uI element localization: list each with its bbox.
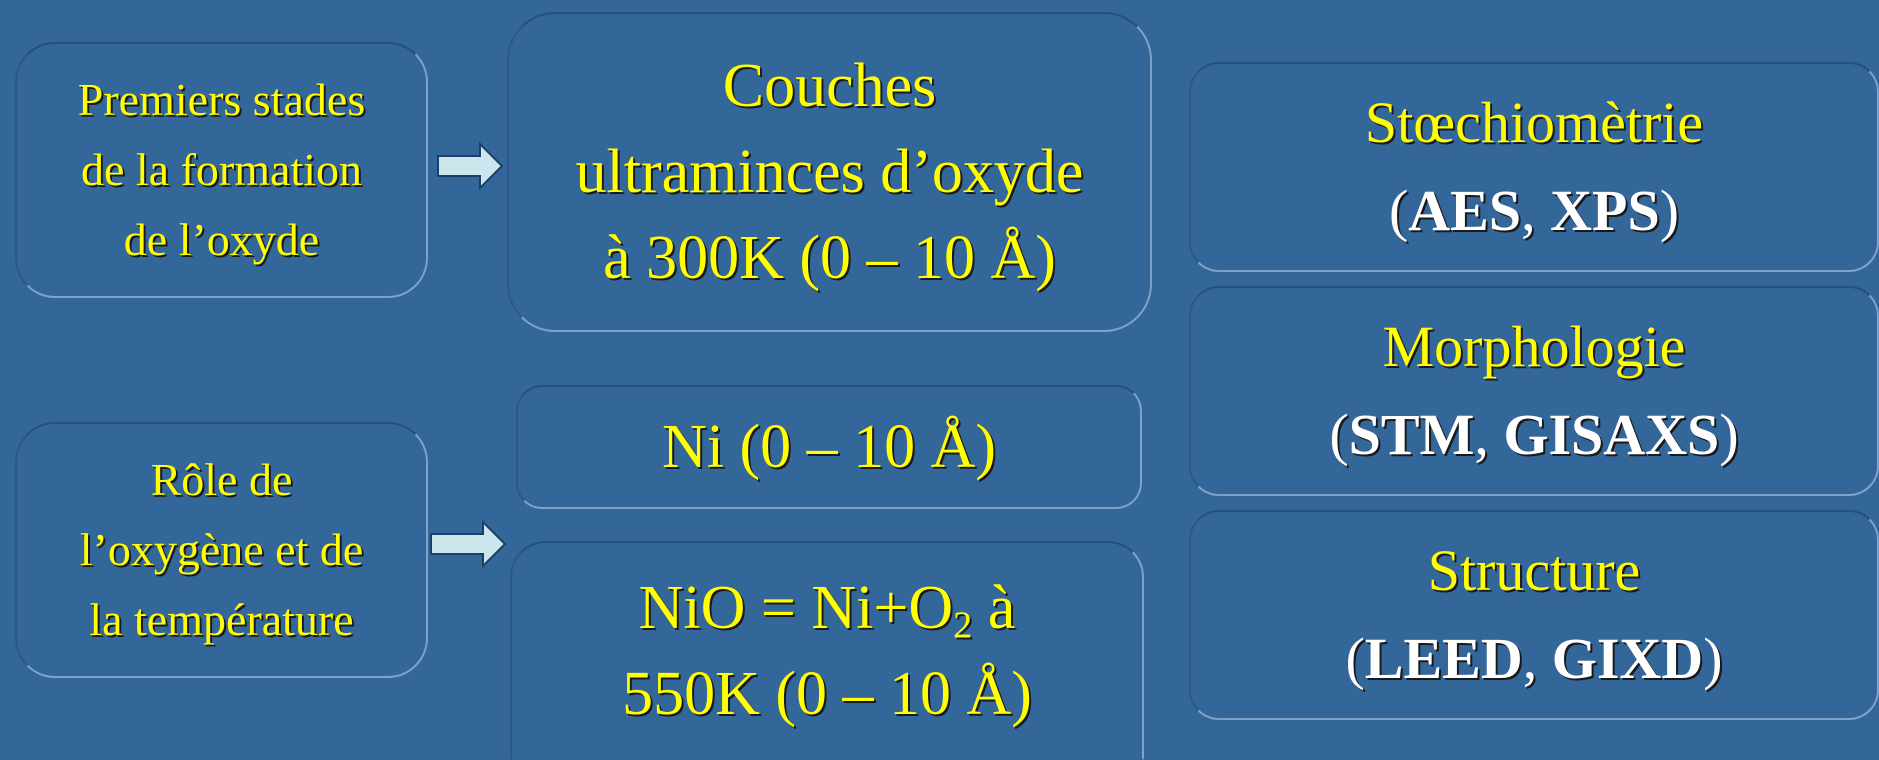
morphologie-techniques: (STM, GISAXS) bbox=[1329, 402, 1739, 467]
premiers-stades-line-2: de la formation bbox=[80, 144, 362, 195]
structure-techniques: (LEED, GIXD) bbox=[1345, 626, 1723, 691]
stoechiometrie-box: Stœchiomètrie (AES, XPS) bbox=[1189, 62, 1879, 272]
xps-label: XPS bbox=[1550, 178, 1660, 243]
morphologie-title: Morphologie bbox=[1382, 314, 1686, 379]
role-oxygene-box: Rôle de l’oxygène et de la température bbox=[15, 422, 428, 678]
nio-line-2: 550K (0 – 10 Å) bbox=[622, 659, 1032, 728]
nio-formula: NiO = Ni+O bbox=[638, 573, 954, 642]
stoechiometrie-title: Stœchiomètrie bbox=[1364, 90, 1704, 155]
premiers-stades-line-3: de l’oxyde bbox=[123, 214, 320, 265]
premiers-stades-box: Premiers stades de la formation de l’oxy… bbox=[15, 42, 428, 298]
structure-title: Structure bbox=[1427, 538, 1641, 603]
couches-line-3: à 300K (0 – 10 Å) bbox=[603, 224, 1056, 292]
structure-box: Structure (LEED, GIXD) bbox=[1189, 510, 1879, 720]
morphologie-box: Morphologie (STM, GISAXS) bbox=[1189, 286, 1879, 496]
role-oxygene-line-3: la température bbox=[89, 594, 354, 645]
nio-a: à bbox=[972, 573, 1016, 642]
premiers-stades-line-1: Premiers stades bbox=[77, 74, 366, 125]
couches-line-2: ultraminces d’oxyde bbox=[575, 138, 1084, 206]
gisaxs-label: GISAXS bbox=[1503, 402, 1720, 467]
aes-label: AES bbox=[1408, 178, 1522, 243]
role-oxygene-line-1: Rôle de bbox=[150, 454, 293, 505]
nio-line-1: NiO = Ni+O2 à bbox=[639, 565, 1016, 651]
nio-subscript: 2 bbox=[953, 604, 973, 647]
ni-label: Ni (0 – 10 Å) bbox=[661, 413, 997, 481]
gixd-label: GIXD bbox=[1551, 626, 1704, 691]
arrow-right-icon-2 bbox=[430, 519, 507, 569]
role-oxygene-line-2: l’oxygène et de bbox=[79, 524, 364, 575]
stm-label: STM bbox=[1348, 402, 1475, 467]
couches-ultraminces-box: Couches ultraminces d’oxyde à 300K (0 – … bbox=[507, 12, 1152, 332]
stoechiometrie-techniques: (AES, XPS) bbox=[1388, 178, 1680, 243]
couches-line-1: Couches bbox=[722, 52, 937, 120]
ni-box: Ni (0 – 10 Å) bbox=[516, 385, 1142, 509]
arrow-right-icon bbox=[437, 141, 504, 191]
nio-box: NiO = Ni+O2 à 550K (0 – 10 Å) bbox=[510, 541, 1144, 760]
leed-label: LEED bbox=[1364, 626, 1523, 691]
